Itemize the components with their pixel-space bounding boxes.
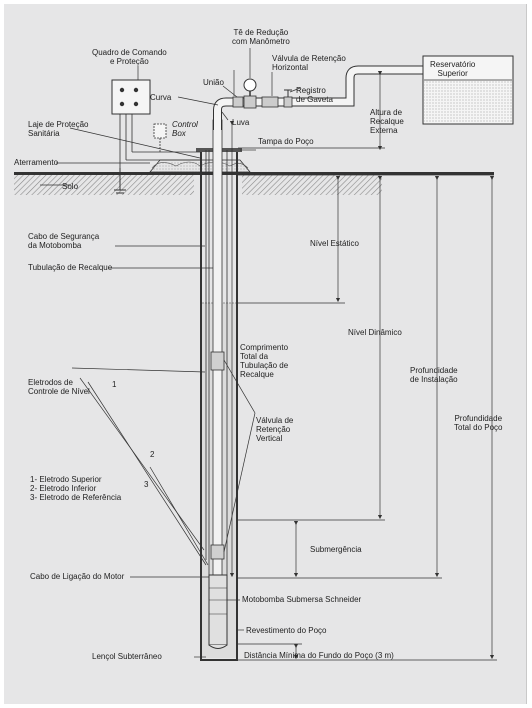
uniao-label: União [203, 78, 224, 87]
altura-recalque-label: Altura de Recalque Externa [370, 108, 404, 135]
reservoir [422, 55, 514, 125]
quadro-label: Quadro de Comando e Proteção [92, 48, 167, 66]
distancia-minima-label: Distância Mínima do Fundo do Poço (3 m) [244, 651, 394, 660]
valvula-horizontal-label: Válvula de Retenção Horizontal [272, 54, 346, 72]
tubulacao-recalque-label: Tubulação de Recalque [28, 263, 113, 272]
valvula-vertical-label: Válvula de Retenção Vertical [256, 416, 294, 443]
dimension-lines [229, 70, 497, 661]
leader-lines [40, 48, 301, 658]
luva-label: Luva [232, 118, 250, 127]
curva-label: Curva [150, 93, 172, 102]
eletrodo-num-2: 2 [150, 450, 155, 459]
eletrodos-label: Eletrodos de Controle de Nível [28, 378, 90, 396]
motobomba-label: Motobomba Submersa Schneider [242, 595, 362, 604]
legenda-eletrodos: 1- Eletrodo Superior 2- Eletrodo Inferio… [30, 475, 122, 502]
registro-label: Registro de Gaveta [296, 86, 333, 104]
profundidade-instalacao-label: Profundidade de Instalação [410, 366, 458, 384]
revestimento-label: Revestimento do Poço [246, 626, 327, 635]
submergencia-label: Submergência [310, 545, 362, 554]
eletrodo-num-3: 3 [144, 480, 149, 489]
aterramento-label: Aterramento [14, 158, 59, 167]
comprimento-total-label: Comprimento Total da Tubulação de Recalq… [240, 343, 289, 379]
te-reducao-label: Tê de Redução com Manômetro [232, 28, 290, 46]
lencol-label: Lençol Subterrâneo [92, 652, 162, 661]
nivel-estatico-label: Nível Estático [310, 239, 359, 248]
soil [14, 159, 494, 195]
well [196, 119, 242, 661]
surface-piping [213, 65, 430, 130]
profundidade-total-label: Profundidade Total do Poço [454, 414, 503, 432]
control-box-label: Control Box [172, 120, 198, 138]
cabo-ligacao-label: Cabo de Ligação do Motor [30, 572, 125, 581]
tampa-label: Tampa do Poço [258, 137, 314, 146]
solo-label: Solo [62, 182, 79, 191]
cabo-seguranca-label: Cabo de Segurança da Motobomba [28, 232, 100, 250]
laje-label: Laje de Proteção Sanitária [28, 120, 89, 138]
nivel-dinamico-label: Nível Dinâmico [348, 328, 402, 337]
eletrodo-num-1: 1 [112, 380, 117, 389]
reservatorio-label: Reservatório Superior [430, 60, 476, 78]
control-panel [111, 79, 200, 194]
